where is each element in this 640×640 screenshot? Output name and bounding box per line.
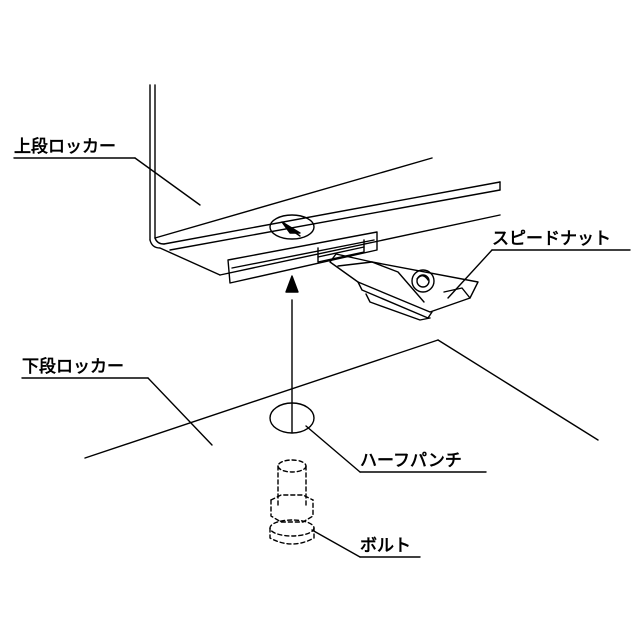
speed-nut [329, 253, 479, 321]
upper-panel-hole [269, 214, 315, 240]
leader-lines [13, 157, 631, 558]
bolt [269, 459, 315, 545]
label-lower-locker: 下段ロッカー [22, 357, 124, 377]
label-speed-nut: スピードナット [492, 229, 611, 249]
label-half-punch: ハーフパンチ [360, 451, 462, 471]
insertion-arrow [285, 275, 299, 433]
lower-locker-top [84, 339, 599, 459]
upper-locker-bottom-panel [149, 157, 501, 284]
label-upper-locker: 上段ロッカー [14, 137, 116, 157]
upper-locker-side-wall [149, 84, 156, 241]
label-bolt: ボルト [360, 536, 411, 556]
